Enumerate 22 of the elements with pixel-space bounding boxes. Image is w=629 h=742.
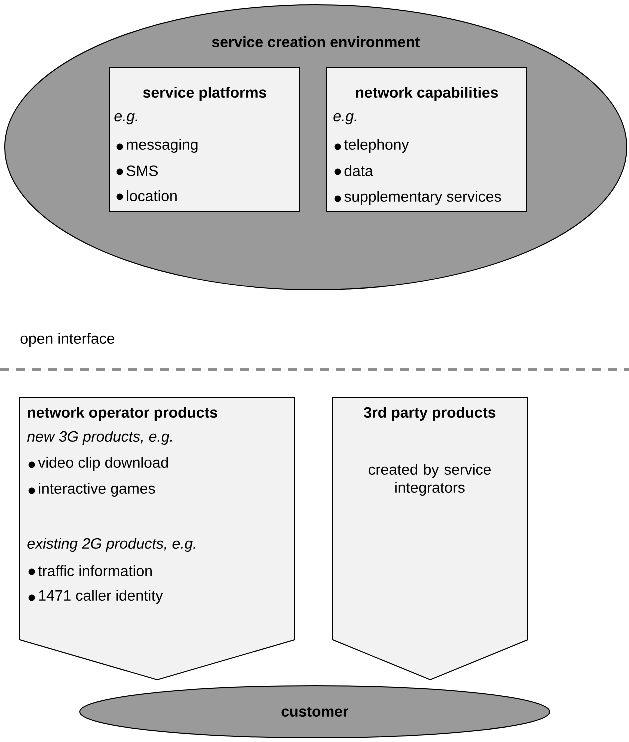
list-item: interactive games bbox=[39, 483, 156, 497]
list-item: messaging bbox=[127, 139, 198, 153]
heading: customer bbox=[282, 707, 349, 717]
heading: network operator products bbox=[28, 407, 218, 421]
list-item: 1471 caller identity bbox=[39, 590, 164, 604]
heading: network capabilities bbox=[356, 87, 498, 101]
subheading: e.g. bbox=[334, 113, 356, 125]
list-item: data bbox=[344, 166, 374, 176]
list-item: telephony bbox=[344, 139, 410, 153]
subheading: new 3G products, e.g. bbox=[27, 431, 172, 445]
interface-label: open interface bbox=[20, 333, 115, 347]
subheading: e.g. bbox=[114, 113, 138, 125]
list-item: SMS bbox=[126, 166, 158, 176]
list-item: location bbox=[127, 190, 177, 202]
heading: 3rd party products bbox=[364, 407, 496, 421]
heading: service creation environment bbox=[212, 36, 420, 48]
list-item: video clip download bbox=[38, 457, 168, 471]
list-item: supplementary services bbox=[344, 191, 502, 205]
subheading: existing 2G products, e.g. bbox=[28, 538, 196, 552]
list-item: traffic information bbox=[38, 566, 152, 576]
heading: service platforms bbox=[143, 87, 266, 101]
description: created by service integrators bbox=[368, 464, 491, 496]
